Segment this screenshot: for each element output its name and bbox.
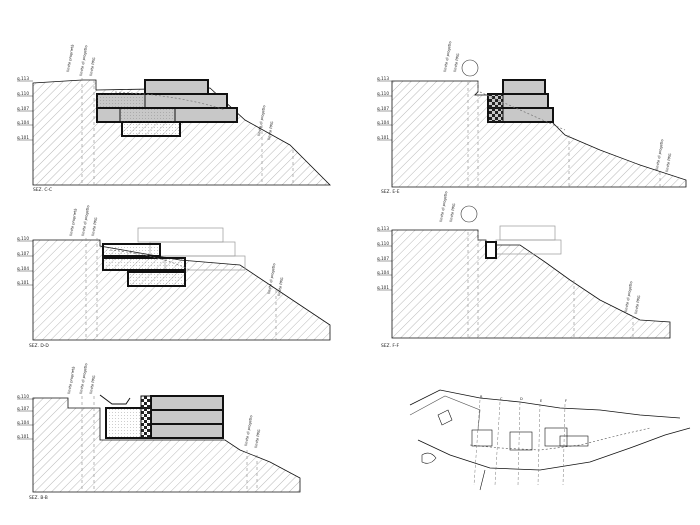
level-label: q.104 [17,266,29,271]
level-label: q.107 [17,406,29,411]
level-label: q.110 [17,91,29,96]
level-label: q.113 [377,76,389,81]
level-label: q.107 [377,256,389,261]
level-label: q.101 [17,135,29,140]
annotation: limite di progetto [267,263,276,294]
building [460,205,562,259]
annotation: limite PRG [267,121,274,140]
annotation: limite PRG [91,217,98,236]
annotation: limite PRG [277,277,284,296]
site-plan: B C D E F [409,389,691,491]
section-f-f: q.113 q.110 q.107 q.104 q.101 limite di … [377,191,671,349]
section-label: SEZ. E-E [381,189,400,195]
section-mark: B [480,395,483,399]
level-label: q.104 [377,120,389,125]
building [99,394,224,439]
level-label: q.101 [377,285,389,290]
level-label: q.113 [377,226,389,231]
annotation: limite di progetto [81,205,90,236]
level-label: q.104 [17,420,29,425]
level-labels: q.110 q.107 q.104 q.101 [17,236,33,286]
level-label: q.110 [17,394,29,399]
level-label: q.107 [17,106,29,111]
level-label: q.101 [17,434,29,439]
section-mark: E [540,399,543,403]
annotation: limite proprietà [66,44,75,72]
annotation: limite PRG [453,53,460,72]
annotation: limite PRG [449,203,456,222]
level-labels: q.113 q.110 q.107 q.104 q.101 [377,226,392,291]
section-c-c: q.113 q.110 q.107 q.104 q.101 limite pro… [17,44,331,193]
annotation: limite di progetto [79,363,88,394]
terrain [32,239,331,341]
section-mark: F [565,399,567,403]
level-label: q.110 [17,236,29,241]
level-label: q.104 [377,270,389,275]
section-e-e: q.113 q.110 q.107 q.104 q.101 limite di … [377,41,687,195]
annotation: limite di progetto [257,105,266,136]
section-label: SEZ. F-F [381,343,399,349]
section-label: SEZ. B-B [29,495,48,501]
level-label: q.110 [377,91,389,96]
level-labels: q.113 q.110 q.107 q.104 q.101 [17,76,33,141]
level-label: q.107 [377,106,389,111]
level-label: q.110 [377,241,389,246]
level-labels: q.113 q.110 q.107 q.104 q.101 [377,76,392,141]
annotation: limite di progetto [79,45,88,76]
terrain [391,229,671,339]
section-b-b: q.110 q.107 q.104 q.101 limite proprietà… [17,363,301,501]
building [102,227,246,287]
annotation: limite PRG [634,295,641,314]
section-label: SEZ. C-C [33,187,52,193]
annotation: limite PRG [89,57,96,76]
level-label: q.113 [17,76,29,81]
annotation: limite di progetto [439,191,448,222]
terrain [32,397,301,493]
section-mark: C [500,397,503,401]
level-label: q.101 [17,280,29,285]
section-d-d: q.110 q.107 q.104 q.101 limite proprietà… [17,205,331,349]
annotation: limite PRG [89,375,96,394]
level-label: q.107 [17,251,29,256]
annotation: limite di progetto [244,415,253,446]
annotation: limite di progetto [655,139,664,170]
annotation: limite di progetto [624,281,633,312]
level-labels: q.110 q.107 q.104 q.101 [17,394,33,440]
building [96,79,238,137]
annotation: limite proprietà [67,366,76,394]
annotation: limite proprietà [69,208,78,236]
section-label: SEZ. D-D [29,343,49,349]
level-label: q.101 [377,135,389,140]
section-mark: D [520,397,523,401]
annotation: limite PRG [665,153,672,172]
building [461,59,566,131]
annotation: limite PRG [254,429,261,448]
level-label: q.104 [17,120,29,125]
annotation: limite di progetto [443,41,452,72]
